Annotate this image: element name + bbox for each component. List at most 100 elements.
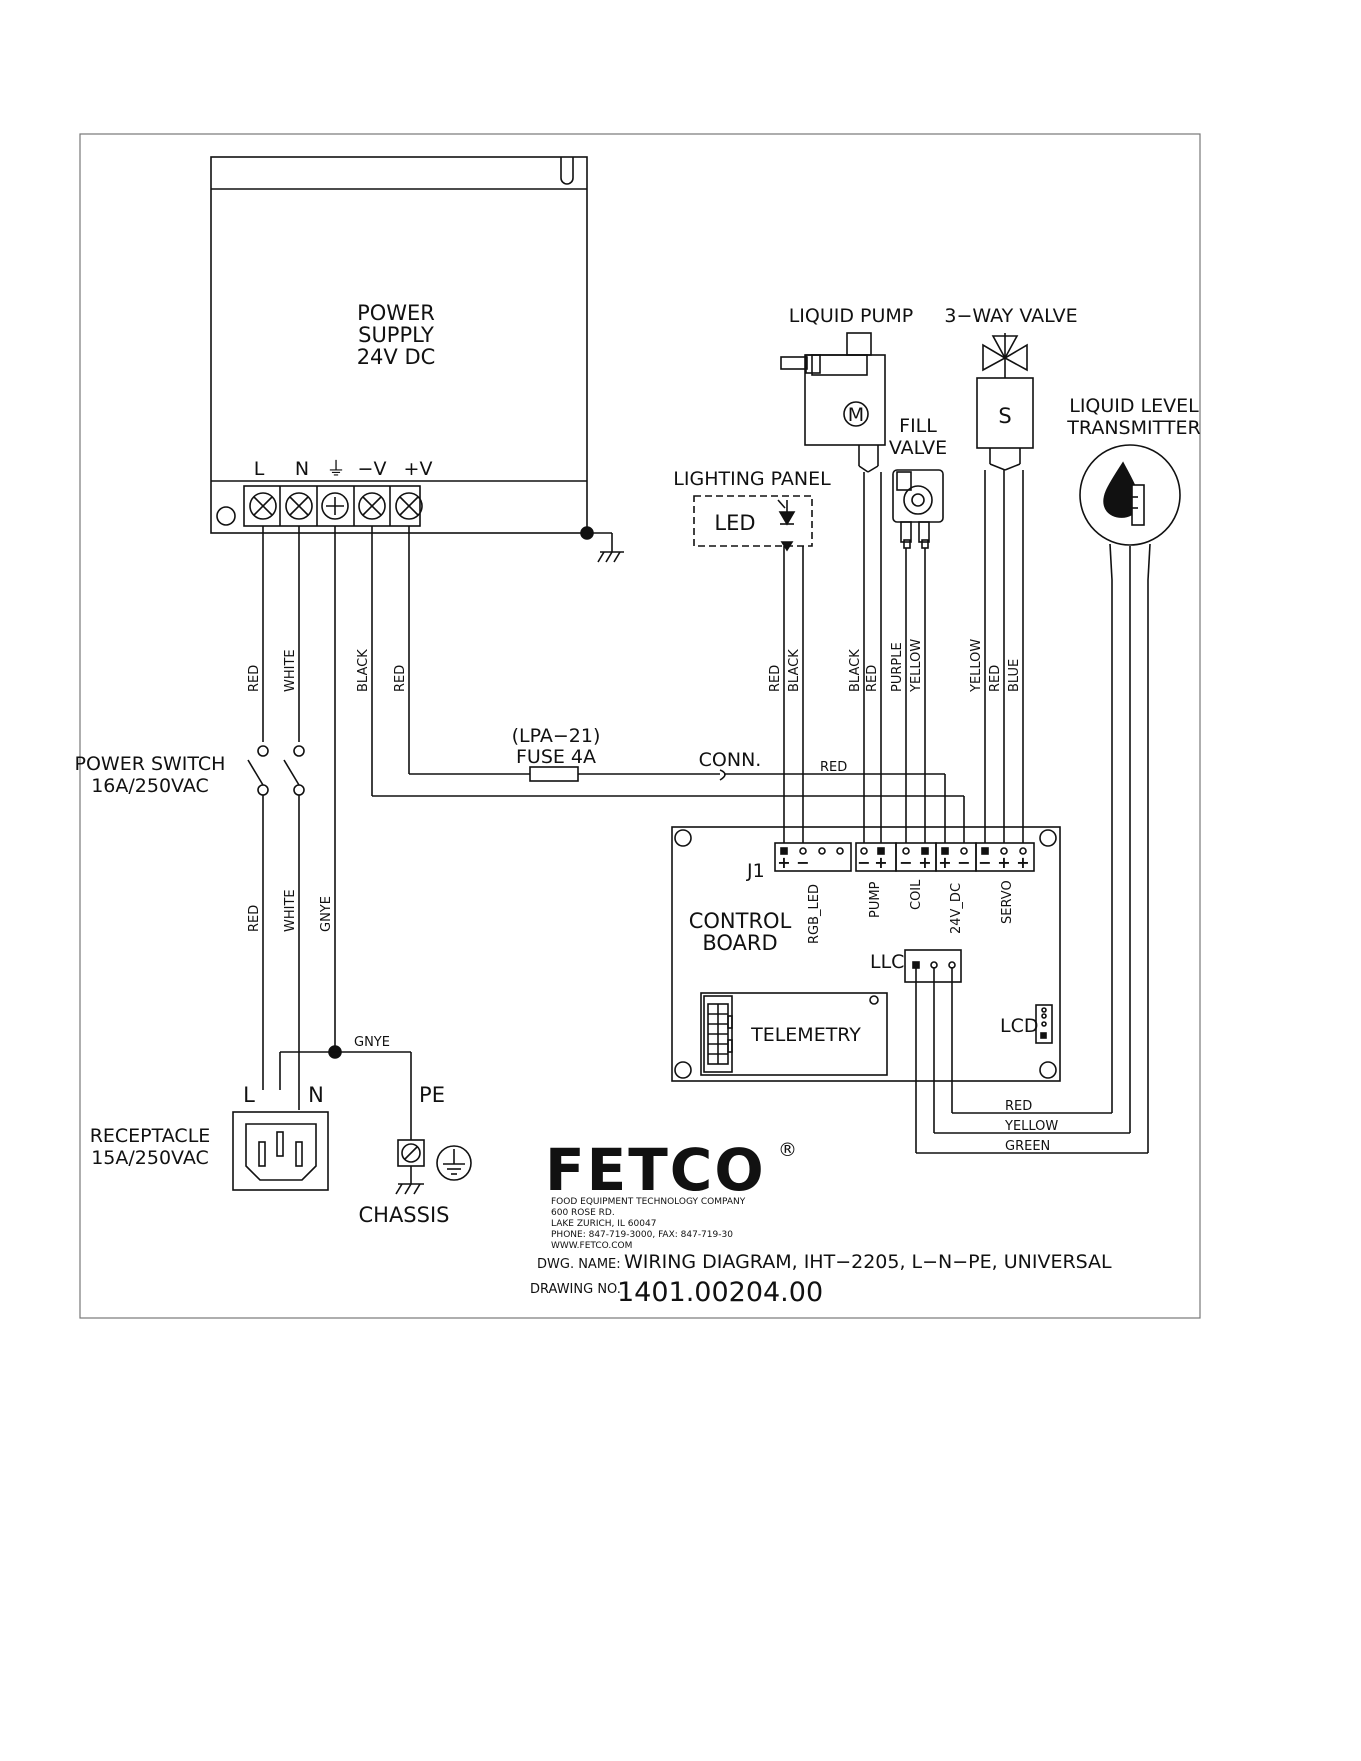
svg-text:DWG. NAME:: DWG. NAME:	[537, 1257, 621, 1272]
liquid-pump	[780, 332, 886, 473]
wire-label: GNYE	[319, 896, 334, 932]
svg-text:CONTROL: CONTROL	[689, 909, 792, 933]
svg-text:WWW.FETCO.COM: WWW.FETCO.COM	[551, 1241, 632, 1251]
wire-label: RED	[865, 665, 880, 692]
svg-text:VALVE: VALVE	[889, 437, 947, 459]
svg-text:3−WAY VALVE: 3−WAY VALVE	[944, 305, 1077, 327]
svg-text:FUSE 4A: FUSE 4A	[516, 746, 596, 768]
wire-label: RED	[247, 905, 262, 932]
power-supply-labels: POWER SUPPLY 24V DC L N ⏚ −V +V	[254, 301, 436, 480]
svg-text:LIQUID PUMP: LIQUID PUMP	[789, 305, 914, 327]
fuse	[409, 766, 946, 843]
svg-text:RECEPTACLE: RECEPTACLE	[90, 1125, 211, 1147]
svg-text:L: L	[254, 458, 265, 480]
title-block: FETCO ® FOOD EQUIPMENT TECHNOLOGY COMPAN…	[530, 1136, 1112, 1308]
svg-text:−: −	[796, 853, 809, 872]
svg-text:+V: +V	[404, 458, 433, 480]
svg-text:S: S	[998, 404, 1011, 428]
svg-text:+: +	[777, 853, 790, 872]
wire-label: YELLOW	[969, 639, 984, 693]
svg-text:J1: J1	[746, 860, 765, 882]
component-labels: POWER SWITCH 16A/250VAC RECEPTACLE 15A/2…	[75, 305, 1201, 1227]
receptacle	[232, 1111, 329, 1191]
svg-text:600 ROSE RD.: 600 ROSE RD.	[551, 1208, 615, 1218]
svg-text:+: +	[1016, 853, 1029, 872]
wire-label: GNYE	[354, 1035, 390, 1050]
fetco-logo: FETCO	[545, 1136, 766, 1204]
svg-text:TELEMETRY: TELEMETRY	[750, 1024, 861, 1046]
wire-label: YELLOW	[1004, 1119, 1058, 1134]
svg-text:CONN.: CONN.	[699, 749, 762, 771]
svg-text:+: +	[874, 853, 887, 872]
svg-text:POWER SWITCH: POWER SWITCH	[75, 753, 226, 775]
wire-label: RED	[820, 760, 847, 775]
svg-text:BOARD: BOARD	[702, 931, 777, 955]
power-switch	[247, 745, 305, 1110]
svg-text:PHONE: 847-719-3000, FAX: 847-: PHONE: 847-719-3000, FAX: 847-719-30	[551, 1230, 733, 1240]
svg-text:(LPA−21): (LPA−21)	[512, 725, 601, 747]
svg-text:LCD: LCD	[1000, 1015, 1038, 1037]
svg-text:−: −	[899, 853, 912, 872]
wire-label: WHITE	[283, 889, 298, 932]
wire-label: RED	[768, 665, 783, 692]
control-board	[671, 826, 1061, 1082]
svg-text:PUMP: PUMP	[868, 881, 883, 918]
svg-text:N: N	[308, 1083, 324, 1107]
svg-text:FOOD EQUIPMENT TECHNOLOGY COMP: FOOD EQUIPMENT TECHNOLOGY COMPANY	[551, 1197, 746, 1207]
wire-label: YELLOW	[909, 639, 924, 693]
svg-text:M: M	[848, 404, 864, 426]
fill-valve	[892, 469, 944, 549]
svg-text:TRANSMITTER: TRANSMITTER	[1066, 417, 1200, 439]
svg-text:+: +	[997, 853, 1010, 872]
svg-text:COIL: COIL	[909, 879, 924, 910]
svg-text:POWER: POWER	[357, 301, 435, 325]
wire-label: RED	[393, 665, 408, 692]
svg-text:LLC: LLC	[870, 951, 904, 973]
three-way-valve	[976, 333, 1034, 471]
wire-label: RED	[1005, 1099, 1032, 1114]
svg-text:−: −	[978, 853, 991, 872]
svg-text:24V DC: 24V DC	[357, 345, 436, 369]
svg-text:15A/250VAC: 15A/250VAC	[91, 1147, 209, 1169]
svg-text:LED: LED	[714, 511, 755, 535]
wire-label: BLACK	[356, 649, 371, 692]
svg-text:−: −	[857, 853, 870, 872]
svg-text:24V_DC: 24V_DC	[949, 883, 964, 934]
wire-label: RED	[247, 665, 262, 692]
terminal-screws	[249, 486, 423, 526]
svg-text:RGB_LED: RGB_LED	[807, 884, 822, 944]
svg-text:1401.00204.00: 1401.00204.00	[617, 1277, 823, 1308]
svg-text:N: N	[295, 458, 309, 480]
svg-text:CHASSIS: CHASSIS	[358, 1203, 449, 1227]
chassis-ground	[395, 1139, 472, 1195]
svg-text:®: ®	[778, 1139, 797, 1161]
drawing-frame	[79, 133, 1201, 1319]
svg-text:−: −	[957, 853, 970, 872]
power-supply	[210, 156, 624, 563]
lighting-panel	[693, 495, 813, 552]
control-board-labels: CONTROL BOARD J1 + − − + − + + − − + + R…	[689, 853, 1039, 1046]
wire-label: PURPLE	[890, 642, 905, 692]
svg-text:LIGHTING PANEL: LIGHTING PANEL	[673, 468, 831, 490]
svg-text:LIQUID LEVEL: LIQUID LEVEL	[1069, 395, 1199, 417]
level-transmitter	[1079, 444, 1181, 581]
svg-text:+: +	[938, 853, 951, 872]
wire-label: BLUE	[1007, 659, 1022, 692]
wire-label: BLACK	[787, 649, 802, 692]
svg-text:LAKE ZURICH, IL 60047: LAKE ZURICH, IL 60047	[551, 1219, 656, 1229]
svg-text:SUPPLY: SUPPLY	[358, 323, 434, 347]
svg-text:SERVO: SERVO	[1000, 880, 1015, 924]
svg-text:DRAWING NO.: DRAWING NO.	[530, 1282, 621, 1297]
wire-label: GREEN	[1005, 1139, 1050, 1154]
wire-label: WHITE	[283, 649, 298, 692]
svg-text:⏚: ⏚	[326, 458, 345, 480]
wire-label: BLACK	[848, 649, 863, 692]
svg-text:PE: PE	[419, 1083, 445, 1107]
svg-text:+: +	[918, 853, 931, 872]
svg-text:WIRING DIAGRAM, IHT−2205, L−N−: WIRING DIAGRAM, IHT−2205, L−N−PE, UNIVER…	[624, 1251, 1112, 1273]
svg-text:16A/250VAC: 16A/250VAC	[91, 775, 209, 797]
svg-text:−V: −V	[358, 458, 387, 480]
wire-label: RED	[988, 665, 1003, 692]
svg-text:FILL: FILL	[899, 415, 937, 437]
